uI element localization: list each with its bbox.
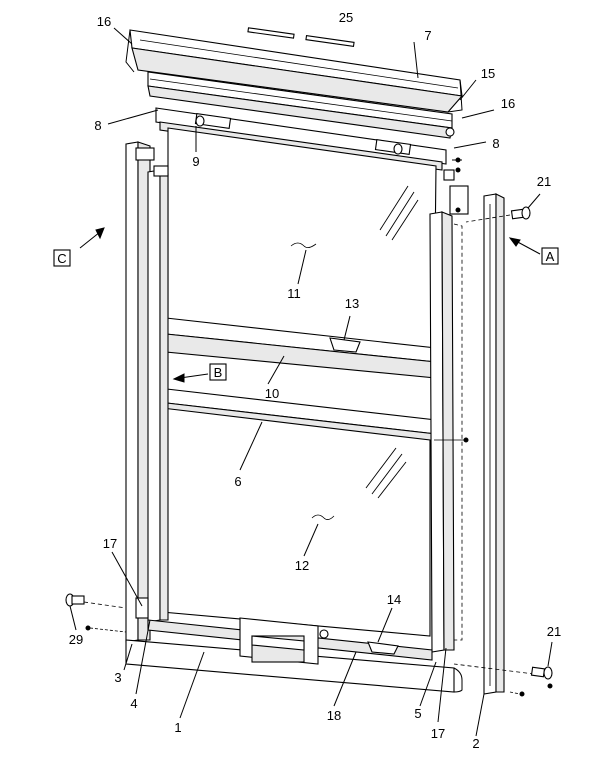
- callout-29: 29: [69, 632, 83, 647]
- view-box-c-label: C: [57, 251, 66, 266]
- callout-18: 18: [327, 708, 341, 723]
- view-box-b-label: B: [214, 365, 223, 380]
- clip-strip-part-25: [247, 27, 355, 47]
- callout-5: 5: [414, 706, 421, 721]
- upper-glass-pane-part-11: [167, 127, 437, 349]
- callout-16-right: 16: [501, 96, 515, 111]
- screw-part-21-bottom: [453, 663, 553, 697]
- callout-25: 25: [339, 10, 353, 25]
- lift-handle-part-14: [367, 641, 399, 655]
- view-box-a-label: A: [546, 249, 555, 264]
- callout-12: 12: [295, 558, 309, 573]
- leader-lines: [69, 27, 553, 737]
- callout-8-left: 8: [94, 118, 101, 133]
- lower-sash-part-6: [157, 387, 437, 637]
- view-box-a: A: [541, 247, 559, 265]
- screw-part-21-top: [465, 206, 531, 223]
- screw-part-29: [65, 593, 127, 633]
- sash-lock-part-18: [239, 617, 329, 665]
- callout-21-top: 21: [537, 174, 551, 189]
- callout-17-left: 17: [103, 536, 117, 551]
- view-box-c: C: [53, 249, 71, 267]
- side-track-part-2: [483, 193, 505, 695]
- top-cap-part-7: [125, 29, 464, 113]
- head-rail-part-15: [147, 71, 455, 139]
- callout-7: 7: [424, 28, 431, 43]
- callout-4: 4: [130, 696, 137, 711]
- view-arrow-a: [508, 237, 541, 255]
- left-jamb-outer-part-3: [125, 141, 151, 643]
- callout-13: 13: [345, 296, 359, 311]
- left-jamb-inner-part-4: [135, 147, 169, 623]
- callout-15: 15: [481, 66, 495, 81]
- callout-16-top-left: 16: [97, 14, 111, 29]
- callout-3: 3: [114, 670, 121, 685]
- view-arrow-c: [79, 227, 105, 249]
- view-box-b: B: [209, 363, 227, 381]
- callout-10: 10: [265, 386, 279, 401]
- right-jamb-track-part-5: [429, 157, 469, 653]
- callout-2: 2: [472, 736, 479, 751]
- callout-17-right: 17: [431, 726, 445, 741]
- callout-11: 11: [287, 286, 301, 301]
- callout-1: 1: [174, 720, 181, 735]
- view-arrow-b: [172, 373, 209, 383]
- callout-8-right: 8: [492, 136, 499, 151]
- callout-14: 14: [387, 592, 401, 607]
- callout-6: 6: [234, 474, 241, 489]
- callout-labels: 16 25 7 15 16 8 8 9 21 11 13 10 6 17 12 …: [69, 10, 561, 751]
- callout-21-bottom: 21: [547, 624, 561, 639]
- callout-9: 9: [192, 154, 199, 169]
